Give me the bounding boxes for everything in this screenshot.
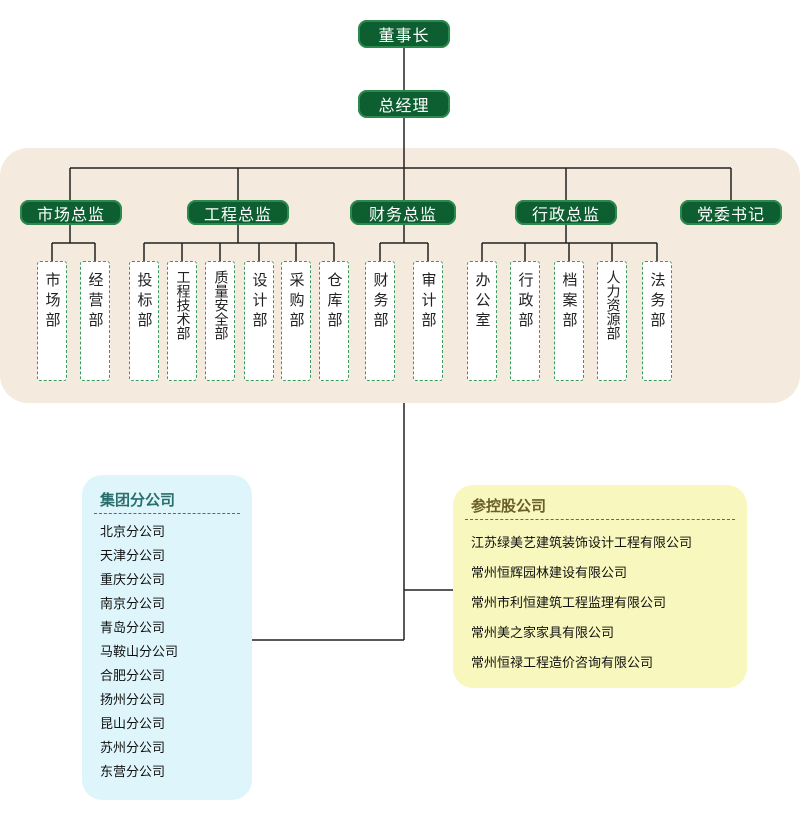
holdings-divider <box>465 519 735 520</box>
dept-design: 设计部 <box>244 261 274 381</box>
list-item: 昆山分公司 <box>100 717 166 732</box>
branches-box: 集团分公司 北京分公司 天津分公司 重庆分公司 南京分公司 青岛分公司 马鞍山分… <box>82 475 252 800</box>
list-item: 常州恒辉园林建设有限公司 <box>471 566 628 581</box>
holdings-title: 参控股公司 <box>471 497 547 515</box>
branches-title: 集团分公司 <box>100 491 176 509</box>
list-item: 青岛分公司 <box>100 621 166 636</box>
dept-business: 经营部 <box>80 261 110 381</box>
dept-label: 仓库部 <box>325 272 344 332</box>
list-item: 扬州分公司 <box>100 693 166 708</box>
holdings-list: 江苏绿美艺建筑装饰设计工程有限公司 常州恒辉园林建设有限公司 常州市利恒建筑工程… <box>471 529 692 679</box>
branches-divider <box>94 513 240 514</box>
dept-hr: 人力资源部 <box>597 261 627 381</box>
holdings-box: 参控股公司 江苏绿美艺建筑装饰设计工程有限公司 常州恒辉园林建设有限公司 常州市… <box>453 485 747 688</box>
dept-label: 法务部 <box>648 272 667 332</box>
list-item: 江苏绿美艺建筑装饰设计工程有限公司 <box>471 536 693 551</box>
dept-office: 办公室 <box>467 261 497 381</box>
dept-finance: 财务部 <box>365 261 395 381</box>
dept-label: 行政部 <box>516 272 535 332</box>
dept-administration: 行政部 <box>510 261 540 381</box>
list-item: 苏州分公司 <box>100 741 166 756</box>
dept-label: 审计部 <box>419 272 438 332</box>
director-engineering: 工程总监 <box>187 200 289 225</box>
list-item: 南京分公司 <box>100 597 166 612</box>
dept-label: 采购部 <box>287 272 306 332</box>
list-item: 常州恒禄工程造价咨询有限公司 <box>471 656 654 671</box>
list-item: 常州市利恒建筑工程监理有限公司 <box>471 596 667 611</box>
list-item: 东营分公司 <box>100 765 166 780</box>
dept-market: 市场部 <box>37 261 67 381</box>
dept-bidding: 投标部 <box>129 261 159 381</box>
ceo-node: 总经理 <box>358 90 450 118</box>
dept-label: 质量安全部 <box>212 270 229 340</box>
dept-label: 工程技术部 <box>174 270 191 340</box>
dept-archives: 档案部 <box>554 261 584 381</box>
dept-engineering-tech: 工程技术部 <box>167 261 197 381</box>
list-item: 马鞍山分公司 <box>100 645 179 660</box>
dept-label: 财务部 <box>371 272 390 332</box>
director-admin: 行政总监 <box>515 200 617 225</box>
chairman-node: 董事长 <box>358 20 450 48</box>
list-item: 北京分公司 <box>100 525 166 540</box>
director-party: 党委书记 <box>680 200 782 225</box>
dept-purchasing: 采购部 <box>281 261 311 381</box>
dept-label: 档案部 <box>560 272 579 332</box>
dept-label: 市场部 <box>43 272 62 332</box>
dept-label: 投标部 <box>135 272 154 332</box>
list-item: 常州美之家家具有限公司 <box>471 626 615 641</box>
branches-list: 北京分公司 天津分公司 重庆分公司 南京分公司 青岛分公司 马鞍山分公司 合肥分… <box>100 521 178 785</box>
dept-label: 经营部 <box>86 272 105 332</box>
list-item: 重庆分公司 <box>100 573 166 588</box>
dept-warehouse: 仓库部 <box>319 261 349 381</box>
dept-audit: 审计部 <box>413 261 443 381</box>
director-finance: 财务总监 <box>350 200 456 225</box>
list-item: 天津分公司 <box>100 549 166 564</box>
list-item: 合肥分公司 <box>100 669 166 684</box>
dept-quality-safety: 质量安全部 <box>205 261 235 381</box>
dept-label: 设计部 <box>250 272 269 332</box>
director-market: 市场总监 <box>20 200 122 225</box>
dept-label: 人力资源部 <box>604 270 621 340</box>
dept-label: 办公室 <box>473 272 492 332</box>
dept-legal: 法务部 <box>642 261 672 381</box>
